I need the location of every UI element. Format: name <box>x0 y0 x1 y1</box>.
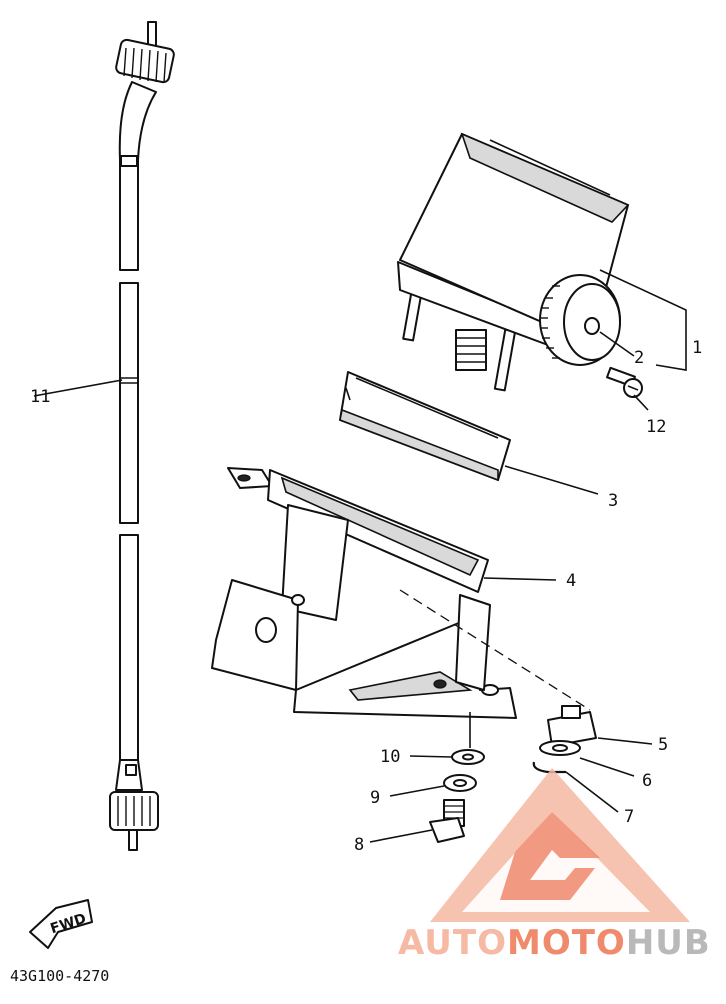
callout-1: 1 <box>692 338 702 358</box>
lock-washer-9 <box>443 774 477 792</box>
callout-2: 2 <box>634 348 644 368</box>
callout-9: 9 <box>370 788 380 808</box>
callout-11: 11 <box>30 387 50 407</box>
callout-3: 3 <box>608 491 618 511</box>
speedometer-cable <box>109 21 175 851</box>
washer-10 <box>451 749 485 765</box>
callout-5: 5 <box>658 735 668 755</box>
grommet <box>547 705 597 747</box>
diagram-code: 43G100-4270 <box>10 967 109 985</box>
callout-6: 6 <box>642 771 652 791</box>
callout-12: 12 <box>646 417 666 437</box>
watermark-text: AUTOMOTOHUB <box>398 923 711 963</box>
callout-7: 7 <box>624 807 634 827</box>
washer-6 <box>539 740 581 756</box>
watermark-hub: HUB <box>626 923 711 963</box>
callout-8: 8 <box>354 835 364 855</box>
watermark-auto: AUTO <box>398 923 507 963</box>
callout-10: 10 <box>380 747 400 767</box>
meter-bracket <box>211 467 517 719</box>
speedometer-meter <box>397 132 630 392</box>
watermark-moto: MOTO <box>507 923 626 963</box>
fwd-arrow-icon: FWD <box>29 899 93 949</box>
clip-7 <box>532 761 566 774</box>
screw <box>606 366 643 398</box>
watermark-logo <box>430 768 690 922</box>
leader-lines <box>33 269 687 843</box>
bolt-8 <box>429 799 465 843</box>
callout-4: 4 <box>566 571 576 591</box>
meter-cover <box>339 371 511 482</box>
